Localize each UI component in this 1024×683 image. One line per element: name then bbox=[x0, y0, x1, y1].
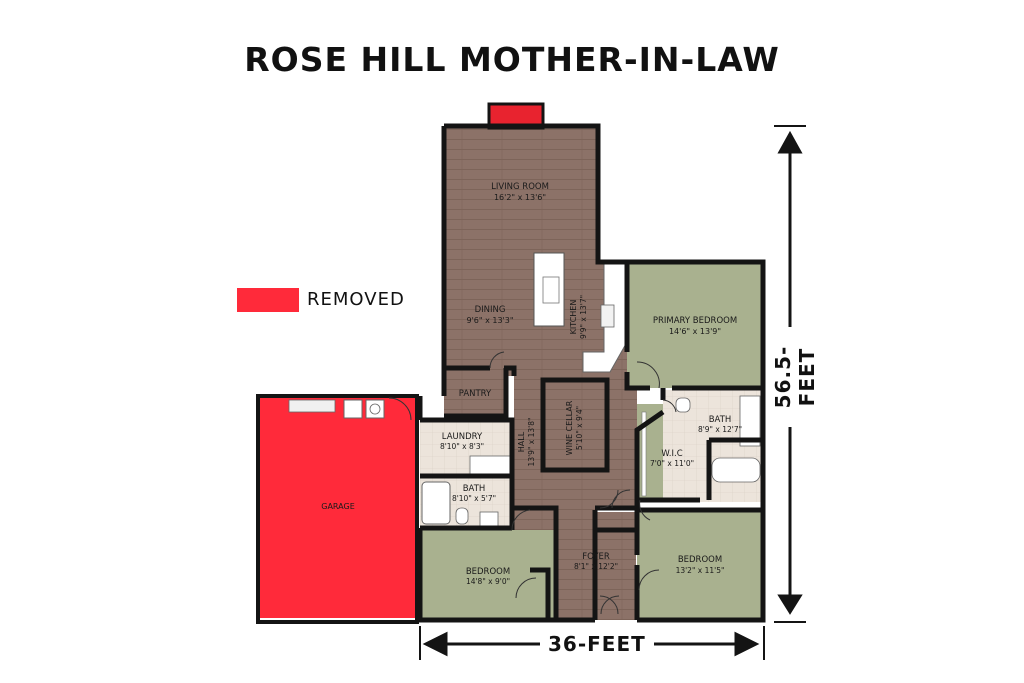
foyer-label: FOYER bbox=[582, 552, 610, 562]
garage-label: GARAGE bbox=[321, 502, 355, 511]
vanity-bath2 bbox=[479, 511, 499, 527]
laundry-size: 8'10" x 8'3" bbox=[440, 442, 484, 451]
wic-size: 7'0" x 11'0" bbox=[650, 459, 694, 468]
washer bbox=[343, 399, 363, 419]
living-room-label: LIVING ROOM bbox=[491, 182, 549, 192]
primary-floor bbox=[627, 260, 763, 388]
wood-floor bbox=[444, 126, 637, 620]
bedroom1-label: BEDROOM bbox=[466, 567, 510, 577]
dining-label: DINING bbox=[475, 305, 506, 315]
dryer bbox=[365, 399, 385, 419]
wic-label: W.I.C bbox=[661, 449, 682, 459]
bath1-size: 8'9" x 12'7" bbox=[698, 425, 742, 434]
pantry-label: PANTRY bbox=[459, 389, 492, 399]
exterior-wall bbox=[417, 123, 766, 623]
plan-title: ROSE HILL MOTHER-IN-LAW bbox=[244, 40, 780, 79]
closet-rod bbox=[641, 411, 647, 497]
fixtures bbox=[288, 252, 761, 527]
pantry-floor bbox=[444, 368, 506, 416]
wine-cellar-size: 5'10" x 9'4" bbox=[575, 406, 584, 450]
cooktop bbox=[542, 276, 560, 304]
primary-bedroom-size: 14'6" x 13'9" bbox=[669, 327, 721, 336]
foyer-size: 8'1" x 12'2" bbox=[574, 562, 618, 571]
wine-cellar-label: WINE CELLAR bbox=[565, 400, 574, 455]
garage-shelf bbox=[288, 399, 336, 413]
toilet-bath2 bbox=[455, 507, 469, 525]
width-dimension: 36-FEET bbox=[540, 632, 654, 656]
garage-fill bbox=[260, 398, 417, 618]
garage-wall bbox=[256, 394, 419, 624]
height-dimension: 56.5-FEET bbox=[771, 327, 819, 427]
hall-label: HALL bbox=[517, 431, 526, 452]
bath2-label: BATH bbox=[463, 484, 486, 494]
bath2-size: 8'10" x 5'7" bbox=[452, 494, 496, 503]
hall-size: 13'9" x 13'8" bbox=[527, 418, 536, 467]
bedroom1-size: 14'8" x 9'0" bbox=[466, 577, 510, 586]
legend-swatch bbox=[237, 288, 299, 312]
doors bbox=[388, 351, 677, 615]
tub-bath1 bbox=[711, 457, 761, 483]
bedroom1-floor bbox=[420, 530, 556, 620]
vanity-bath1 bbox=[739, 395, 761, 447]
living-room-size: 16'2" x 13'6" bbox=[494, 193, 546, 202]
kitchen-size: 9'9" x 13'7" bbox=[579, 295, 588, 339]
bedroom2-label: BEDROOM bbox=[678, 555, 722, 565]
bedroom2-size: 13'2" x 11'5" bbox=[676, 566, 725, 575]
room-labels: LIVING ROOM 16'2" x 13'6" DINING 9'6" x … bbox=[321, 182, 742, 586]
dryer-drum bbox=[369, 403, 381, 415]
primary-bedroom-label: PRIMARY BEDROOM bbox=[653, 316, 737, 326]
kitchen-sink bbox=[600, 304, 615, 328]
legend-label: REMOVED bbox=[307, 289, 405, 310]
toilet-bath1 bbox=[675, 397, 691, 413]
cellar-floor bbox=[543, 380, 607, 470]
dining-size: 9'6" x 13'3" bbox=[466, 316, 513, 325]
laundry-label: LAUNDRY bbox=[442, 432, 483, 442]
laundry-counter bbox=[469, 455, 511, 475]
bath1-label: BATH bbox=[709, 415, 732, 425]
bedroom2-floor bbox=[637, 510, 763, 620]
kitchen-label: KITCHEN bbox=[569, 300, 578, 335]
bathtub bbox=[421, 481, 451, 525]
walls bbox=[256, 123, 766, 624]
